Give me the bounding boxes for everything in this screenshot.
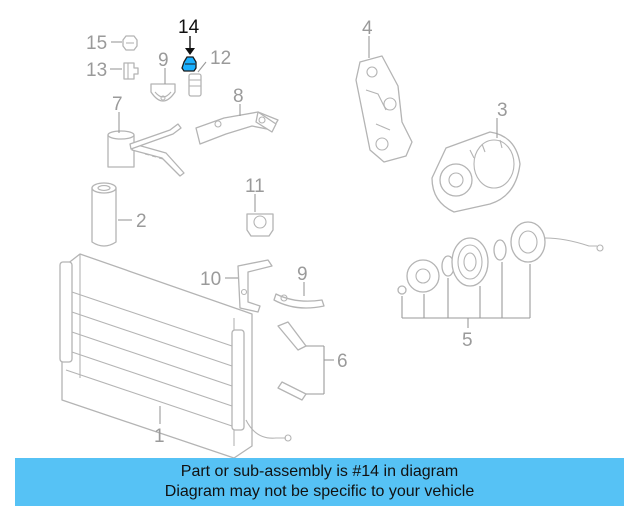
callout-7: 7 (112, 94, 123, 115)
callout-2: 2 (136, 211, 147, 232)
part-2-drier (91, 182, 117, 247)
callout-11: 11 (245, 176, 265, 197)
arrowhead-14 (185, 48, 195, 55)
part-13-valve (123, 62, 139, 80)
callout-4: 4 (362, 18, 373, 39)
leader-5 (401, 262, 531, 328)
callout-14: 14 (178, 17, 200, 38)
part-8-bracket (195, 111, 279, 145)
part-11-mount (246, 213, 274, 237)
callout-12: 12 (210, 48, 231, 69)
callout-8: 8 (233, 86, 244, 107)
leader-12 (197, 61, 207, 73)
part-9-clamp-bottom (273, 293, 325, 309)
caption-bar: Part or sub-assembly is #14 in diagram D… (15, 458, 624, 506)
part-7-receiver-line (107, 123, 185, 177)
part-10-bracket (237, 259, 273, 313)
callout-9-bottom: 9 (297, 264, 308, 285)
part-6-hoses (277, 321, 307, 401)
caption-line-1: Part or sub-assembly is #14 in diagram (180, 463, 459, 480)
callout-9-top: 9 (158, 50, 169, 71)
part-4-compressor-bracket (355, 55, 413, 163)
callout-13: 13 (86, 60, 107, 81)
callout-1: 1 (154, 426, 165, 447)
part-1-condenser (59, 253, 292, 458)
part-3-compressor (431, 131, 521, 213)
parts-diagram: 15 13 14 12 9 7 8 (59, 17, 604, 458)
callout-10: 10 (200, 269, 221, 290)
callout-6: 6 (337, 351, 348, 372)
leader-6 (306, 345, 334, 395)
callout-3: 3 (497, 100, 508, 121)
part-5-clutch-assembly (397, 221, 604, 295)
part-15-cap (122, 35, 138, 51)
part-12-fitting (188, 73, 202, 97)
caption-line-2: Diagram may not be specific to your vehi… (164, 483, 475, 500)
callout-15: 15 (86, 33, 107, 54)
part-9-clamp-top (150, 83, 176, 102)
callout-5: 5 (462, 330, 473, 351)
